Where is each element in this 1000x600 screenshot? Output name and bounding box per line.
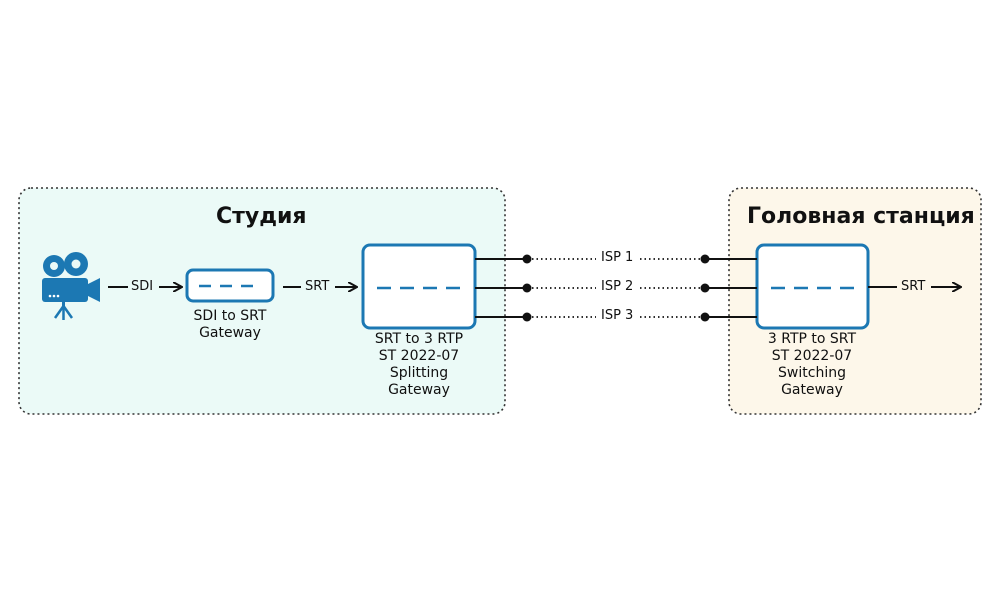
- switching-caption-line: 3 RTP to SRT: [767, 331, 857, 347]
- switching-caption-line: Gateway: [781, 382, 843, 398]
- switching-caption-line: Switching: [778, 365, 846, 381]
- isp-3-label: ISP 3: [601, 308, 634, 323]
- splitting-gateway: [361, 243, 477, 330]
- switching-gateway-caption: 3 RTP to SRT ST 2022-07 Switching Gatewa…: [747, 331, 877, 399]
- splitting-caption-line: Splitting: [389, 365, 449, 381]
- sdi-label: SDI: [131, 279, 154, 294]
- isp-1-label: ISP 1: [601, 250, 634, 265]
- switching-caption-line: ST 2022-07: [771, 348, 853, 364]
- splitting-caption-line: ST 2022-07: [378, 348, 460, 364]
- sdi-to-srt-gateway: [185, 268, 275, 303]
- isp-link-1: [475, 254, 757, 264]
- sdi-gateway-caption-line: Gateway: [199, 325, 261, 341]
- srt-label-1: SRT: [305, 279, 330, 294]
- splitting-gateway-caption: SRT to 3 RTP ST 2022-07 Splitting Gatewa…: [354, 331, 484, 399]
- studio-title: Студия: [216, 204, 307, 229]
- isp-link-3: [475, 312, 757, 322]
- switching-gateway: [755, 243, 870, 330]
- isp-link-2: [475, 283, 757, 293]
- sdi-gateway-caption-line: SDI to SRT: [193, 308, 267, 324]
- srt-output-label: SRT: [901, 279, 926, 294]
- splitting-caption-line: Gateway: [388, 382, 450, 398]
- video-camera-icon: [42, 252, 100, 320]
- head-station-title: Головная станция: [747, 204, 975, 229]
- sdi-to-srt-gateway-caption: SDI to SRT Gateway: [170, 308, 290, 342]
- splitting-caption-line: SRT to 3 RTP: [374, 331, 464, 347]
- isp-2-label: ISP 2: [601, 279, 634, 294]
